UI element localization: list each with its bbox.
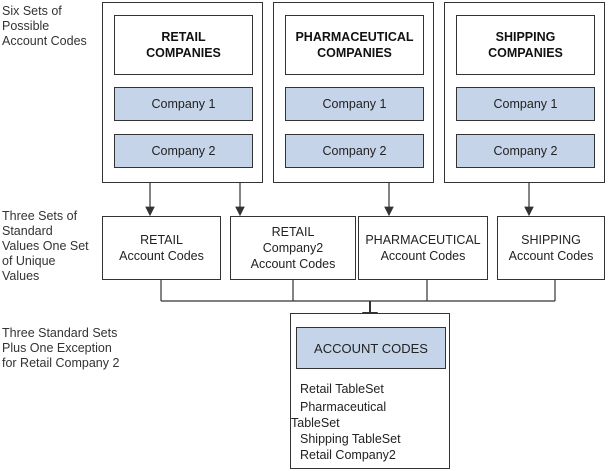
account-code-item: Pharmaceutical [300,400,387,414]
side-label-standard-sets: Three Standard Sets Plus One Exception f… [2,326,120,370]
account-codes-title: ACCOUNT CODES [296,327,446,369]
shipping-company-1: Company 1 [456,87,595,121]
retail-company2-account-codes-box: RETAIL Company2 Account Codes [230,216,356,280]
shipping-account-codes-box: SHIPPING Account Codes [497,216,605,280]
retail-group: RETAIL COMPANIES Company 1 Company 2 [102,2,263,183]
account-code-item: TableSet [291,416,340,430]
account-code-item: Retail TableSet [300,382,384,396]
retail-company-2: Company 2 [114,134,253,168]
shipping-group: SHIPPING COMPANIES Company 1 Company 2 [444,2,605,183]
pharmaceutical-account-codes-box: PHARMACEUTICAL Account Codes [358,216,488,280]
retail-company-1: Company 1 [114,87,253,121]
retail-companies-header: RETAIL COMPANIES [114,15,253,75]
pharmaceutical-group: PHARMACEUTICAL COMPANIES Company 1 Compa… [273,2,434,183]
pharmaceutical-company-1: Company 1 [285,87,424,121]
pharmaceutical-companies-header: PHARMACEUTICAL COMPANIES [285,15,424,75]
retail-account-codes-box: RETAIL Account Codes [102,216,221,280]
side-label-standard-values: Three Sets of Standard Values One Set of… [2,209,89,283]
shipping-companies-header: SHIPPING COMPANIES [456,15,595,75]
account-code-item: Shipping TableSet [300,432,401,446]
account-codes-panel: ACCOUNT CODES Retail TableSet Pharmaceut… [290,313,450,469]
pharmaceutical-company-2: Company 2 [285,134,424,168]
shipping-company-2: Company 2 [456,134,595,168]
account-code-item: Retail Company2 [300,448,396,462]
side-label-possible-codes: Six Sets of Possible Account Codes [2,4,87,48]
